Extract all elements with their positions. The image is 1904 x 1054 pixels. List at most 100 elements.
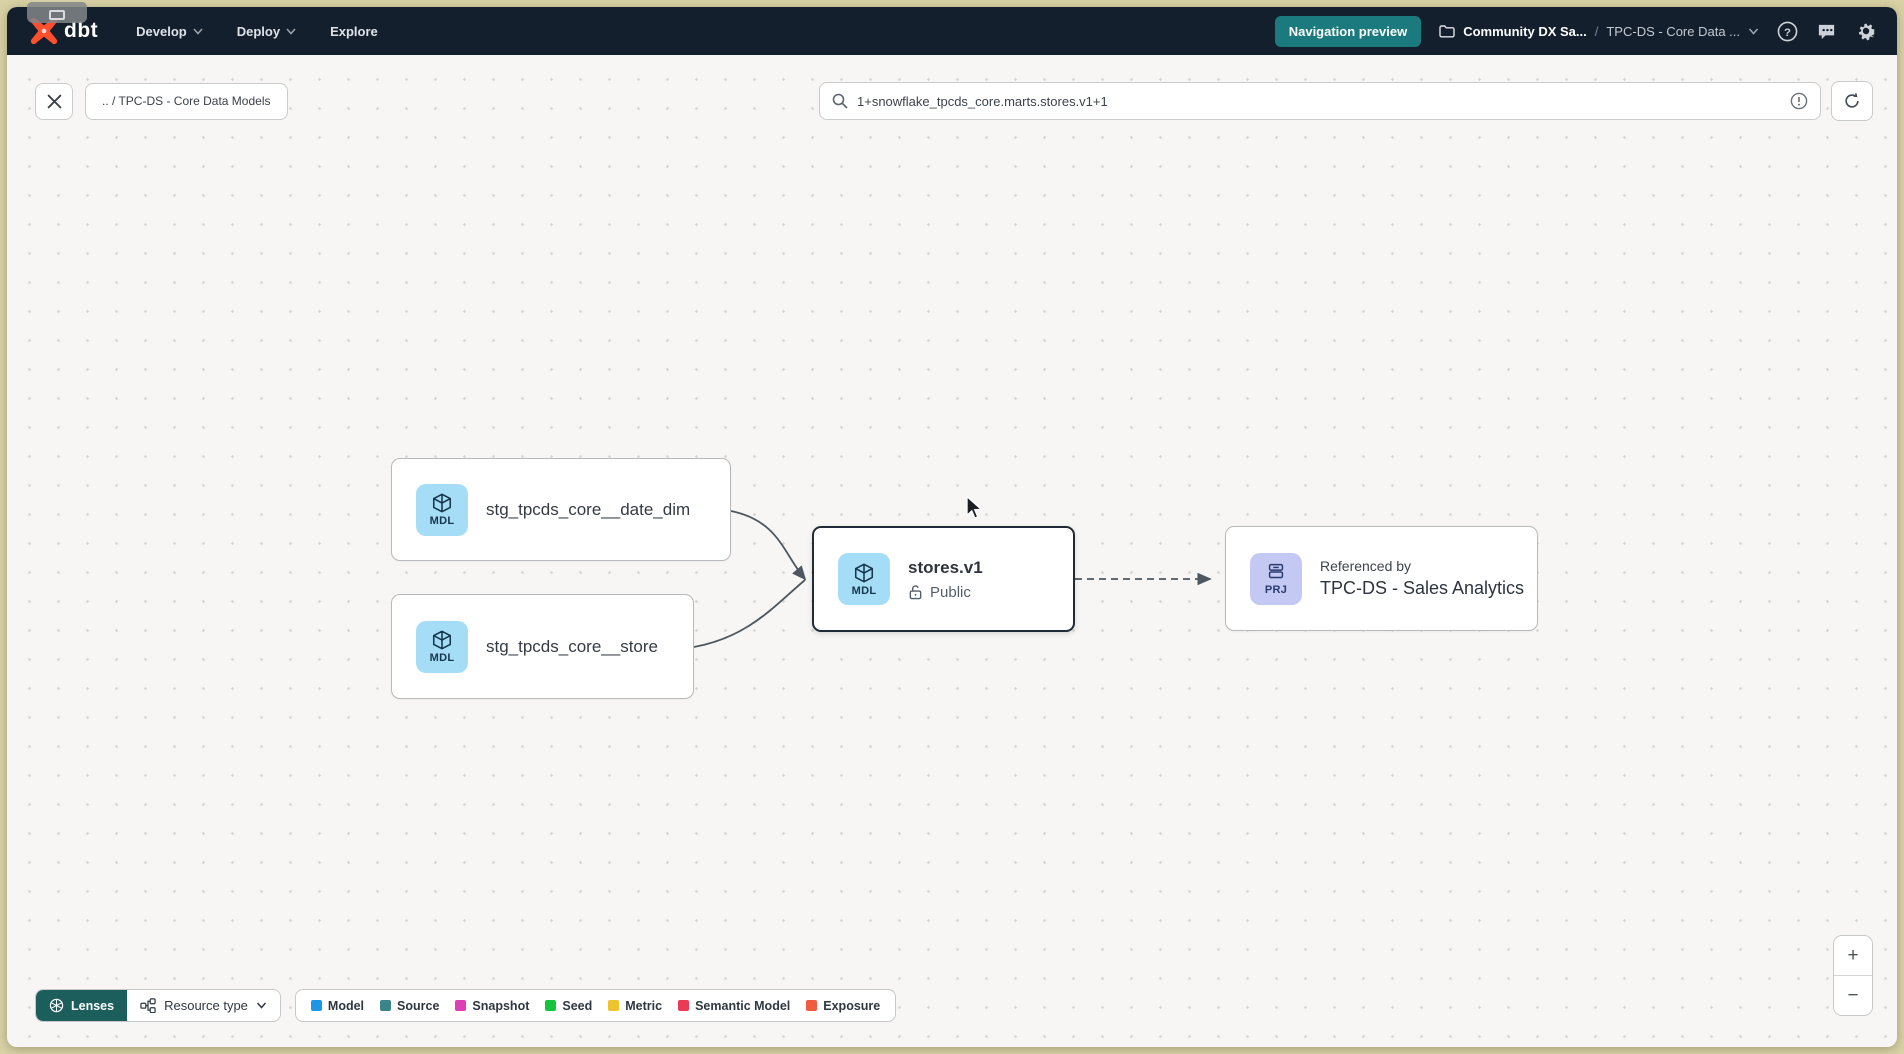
resource-type-icon <box>140 998 156 1013</box>
zoom-controls: + − <box>1833 935 1873 1016</box>
footer-controls: Lenses Resource type Model Source Snapsh <box>35 989 897 1022</box>
resource-type-button[interactable]: Resource type <box>127 990 280 1021</box>
breadcrumb-current[interactable]: TPC-DS - Core Data ... <box>1606 23 1740 39</box>
info-icon[interactable] <box>1790 92 1808 110</box>
nav-item-deploy[interactable]: Deploy <box>237 24 296 39</box>
legend-label: Model <box>327 998 365 1013</box>
zoom-in-button[interactable]: + <box>1834 936 1872 975</box>
screen-share-indicator <box>27 2 87 23</box>
help-icon: ? <box>1777 21 1798 41</box>
nav-item-label: Deploy <box>236 23 281 39</box>
badge-label: MDL <box>851 584 877 597</box>
breadcrumb: Community DX Sa... / TPC-DS - Core Data … <box>1439 24 1759 39</box>
refresh-icon <box>1845 93 1859 108</box>
dbt-logo-text: dbt <box>64 19 99 42</box>
chevron-down-icon <box>286 27 296 35</box>
chevron-down-icon <box>193 27 203 35</box>
top-navbar: dbt Develop Deploy Explore Navigation pr… <box>7 7 1897 55</box>
project-badge: PRJ <box>1250 552 1302 605</box>
access-label: Public <box>930 583 971 601</box>
lenses-label: Lenses <box>71 998 115 1013</box>
lineage-breadcrumb-chip[interactable]: .. / TPC-DS - Core Data Models <box>85 82 288 120</box>
folder-icon <box>1439 24 1455 37</box>
model-badge: MDL <box>838 553 890 605</box>
node-label: stores.v1 <box>908 557 983 577</box>
nav-item-explore[interactable]: Explore <box>330 24 378 39</box>
nav-item-label: Explore <box>330 23 378 39</box>
breadcrumb-separator: / <box>1594 23 1599 39</box>
node-access: Public <box>908 584 983 601</box>
zoom-divider <box>1834 975 1872 976</box>
legend-label: Seed <box>562 998 593 1013</box>
canvas-toolbar: .. / TPC-DS - Core Data Models <box>35 81 1873 121</box>
badge-label: MDL <box>429 652 455 664</box>
zoom-out-button[interactable]: − <box>1834 976 1872 1015</box>
node-text: stores.v1 Public <box>908 558 983 601</box>
badge-label: MDL <box>429 515 455 527</box>
help-button[interactable]: ? <box>1777 21 1798 42</box>
project-stack-icon <box>1268 563 1284 579</box>
gear-icon <box>1858 23 1875 41</box>
navigation-preview-button[interactable]: Navigation preview <box>1274 15 1422 47</box>
search-icon <box>832 93 848 109</box>
legend-label: Semantic Model <box>695 998 791 1013</box>
badge-label: PRJ <box>1264 584 1288 596</box>
close-icon <box>46 93 62 109</box>
settings-button[interactable] <box>1855 20 1877 42</box>
legend-item-semantic-model: Semantic Model <box>678 999 790 1013</box>
legend-label: Snapshot <box>472 998 530 1013</box>
lenses-group: Lenses Resource type <box>35 989 281 1022</box>
screen-share-indicator-glyph <box>49 9 65 20</box>
nav-item-develop[interactable]: Develop <box>136 24 203 39</box>
referenced-by-label: Referenced by <box>1320 558 1412 574</box>
legend-label: Exposure <box>823 998 881 1013</box>
refresh-lineage-button[interactable] <box>1831 81 1873 121</box>
chevron-down-icon[interactable] <box>1748 27 1759 35</box>
unlock-icon <box>909 585 922 600</box>
referenced-project-name: TPC-DS - Sales Analytics <box>1320 578 1525 598</box>
nav-menu: Develop Deploy Explore <box>136 24 378 39</box>
lineage-search[interactable] <box>819 82 1821 120</box>
node-referenced-by-tpcds-sales-analytics[interactable]: PRJ Referenced by TPC-DS - Sales Analyti… <box>1225 526 1538 631</box>
cube-icon <box>432 493 452 513</box>
node-stg-tpcds-core-date-dim[interactable]: MDL stg_tpcds_core__date_dim <box>391 458 731 561</box>
legend-swatch <box>806 1000 818 1011</box>
feedback-button[interactable] <box>1816 21 1837 42</box>
legend-item-exposure: Exposure <box>806 999 880 1013</box>
legend-item-metric: Metric <box>608 999 662 1013</box>
lenses-button[interactable]: Lenses <box>36 990 128 1021</box>
legend-swatch <box>455 1000 467 1011</box>
model-badge: MDL <box>416 483 468 536</box>
resource-type-legend: Model Source Snapshot Seed Metric Semant… <box>294 989 897 1022</box>
nav-right: Navigation preview Community DX Sa... / … <box>1274 15 1877 47</box>
breadcrumb-project[interactable]: Community DX Sa... <box>1463 23 1587 39</box>
node-label: stg_tpcds_core__date_dim <box>486 499 691 519</box>
mouse-cursor <box>966 496 984 520</box>
legend-item-snapshot: Snapshot <box>455 999 529 1013</box>
nav-item-label: Develop <box>136 23 187 39</box>
legend-label: Source <box>397 998 440 1013</box>
legend-label: Metric <box>625 998 663 1013</box>
svg-text:?: ? <box>1784 26 1791 38</box>
legend-swatch <box>310 1000 322 1011</box>
lens-icon <box>49 998 64 1013</box>
close-lineage-button[interactable] <box>35 82 73 120</box>
dbt-logo[interactable]: dbt <box>31 18 98 44</box>
legend-item-seed: Seed <box>545 999 592 1013</box>
chevron-down-icon <box>256 1002 266 1009</box>
resource-type-label: Resource type <box>164 998 248 1013</box>
legend-swatch <box>380 1000 392 1011</box>
node-label: stg_tpcds_core__store <box>486 636 658 656</box>
lineage-search-input[interactable] <box>857 93 1790 109</box>
model-badge: MDL <box>416 620 468 673</box>
node-text: Referenced by TPC-DS - Sales Analytics <box>1320 558 1524 599</box>
legend-swatch <box>608 1000 620 1011</box>
lineage-canvas[interactable]: .. / TPC-DS - Core Data Models <box>7 55 1897 1047</box>
legend-swatch <box>545 1000 557 1011</box>
chat-bubble-icon <box>1818 24 1835 39</box>
node-stg-tpcds-core-store[interactable]: MDL stg_tpcds_core__store <box>391 594 694 699</box>
legend-item-model: Model <box>310 998 365 1013</box>
node-stores-v1[interactable]: MDL stores.v1 Public <box>812 526 1075 632</box>
dbt-logo-icon <box>31 18 57 44</box>
legend-swatch <box>678 1000 690 1011</box>
